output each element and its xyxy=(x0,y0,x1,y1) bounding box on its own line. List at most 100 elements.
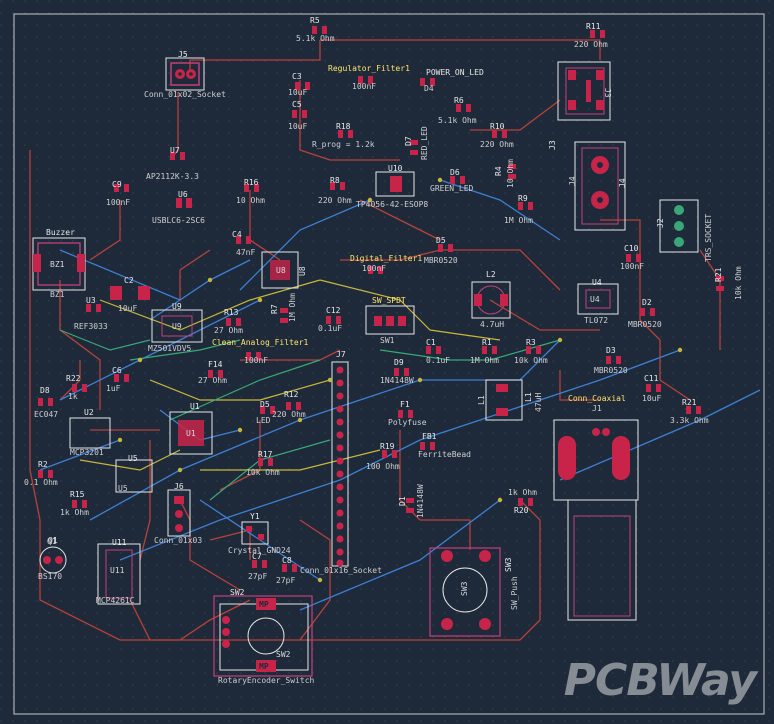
cleanfilt-value-label: 100nF xyxy=(244,356,269,365)
c2-ref-label: C2 xyxy=(124,276,134,285)
fb1-ref-label: FB1 xyxy=(422,432,437,441)
r8-value-label: 220 Ohm xyxy=(318,196,352,205)
y1-value-label: Crystal_GND24 xyxy=(228,546,291,555)
d5-value-label: MBR0520 xyxy=(424,256,458,265)
sw3-body-label: SW3 xyxy=(460,581,469,596)
d1-value-label: 1N4148W xyxy=(416,484,425,518)
r15-value-label: 1k Ohm xyxy=(60,508,89,517)
u10-value-label: TP4056-42-ESOP8 xyxy=(356,200,429,209)
sw2-mp-top-label: MP xyxy=(259,600,269,609)
r10-ref-label: R10 xyxy=(490,122,505,131)
u7-ref-label: U7 xyxy=(170,146,180,155)
l1-ref-label: L1 xyxy=(524,392,533,402)
d9-value-label: 1N4148W xyxy=(380,376,414,385)
c10-value-label: 100nF xyxy=(620,262,645,271)
vias xyxy=(117,177,683,583)
c8-value-label: 27pF xyxy=(276,576,296,585)
d6-ref-label: D6 xyxy=(450,168,460,177)
coax-ref-label: Conn_Coaxial xyxy=(568,394,626,403)
r7-ref-label: R7 xyxy=(270,304,279,314)
j4-ref-label: J4 xyxy=(618,178,627,188)
r18-value-label: R_prog = 1.2k xyxy=(312,140,375,149)
r11-ref-label: R11 xyxy=(586,22,601,31)
c4-ref-label: C4 xyxy=(232,230,242,239)
c1-value-label: 0.1uF xyxy=(426,356,451,365)
q1-value-label: BS170 xyxy=(38,572,63,581)
c1-ref-label: C1 xyxy=(426,338,436,347)
u9-ref-label: U9 xyxy=(172,302,182,311)
f1-ref-label: F1 xyxy=(400,400,410,409)
c12-value-label: 0.1uF xyxy=(318,324,343,333)
j2-ref-label: J2 xyxy=(656,218,665,228)
c3-ref-label: C3 xyxy=(292,72,302,81)
r10-value-label: 220 Ohm xyxy=(480,140,514,149)
r21a-value-label: 10k Ohm xyxy=(734,266,743,300)
u8-ref-label: U8 xyxy=(298,266,307,276)
r1-ref-label: R1 xyxy=(482,338,492,347)
r19-value-label: 100 Ohm xyxy=(366,462,400,471)
r7-value-label: 1M Ohm xyxy=(288,293,297,322)
r19-ref-label: R19 xyxy=(380,442,395,451)
d1led-value-label: LED xyxy=(256,416,271,425)
r5-ref-label: R5 xyxy=(310,16,320,25)
u6-value-label: USBLC6-2SC6 xyxy=(152,216,205,225)
r8-ref-label: R8 xyxy=(330,176,340,185)
l1-body-label: L1 xyxy=(477,395,486,405)
u8-body-label: U8 xyxy=(276,266,286,275)
buzzer-ref-label: Buzzer xyxy=(46,228,75,237)
r16-ref-label: R16 xyxy=(244,178,259,187)
r13-value-label: 27 Ohm xyxy=(214,326,243,335)
r22-ref-label: R22 xyxy=(66,374,81,383)
r17-value-label: 10k Ohm xyxy=(246,468,280,477)
r4-value-label: 10 Ohm xyxy=(506,159,515,188)
u2-value-label: MCP3201 xyxy=(70,448,104,457)
sw2-body-label: SW2 xyxy=(276,650,291,659)
swspdt-ref-label: SW_SPDT xyxy=(372,296,406,305)
c3-value-label: 10uF xyxy=(288,88,308,97)
fb1-value-label: FerriteBead xyxy=(418,450,471,459)
l1-value-label: 47uH xyxy=(534,392,543,412)
f14-value-label: 27 Ohm xyxy=(198,376,227,385)
d2-ref-label: D2 xyxy=(642,298,652,307)
r12-ref-label: R12 xyxy=(284,390,299,399)
c7-ref-label: C7 xyxy=(252,552,262,561)
j5-ref-label: J5 xyxy=(178,50,188,59)
c9-ref-label: C9 xyxy=(112,180,122,189)
coax-value-label: J1 xyxy=(592,404,602,413)
c2-value-label: 10uF xyxy=(118,304,138,313)
sw2-value-label: RotaryEncoder_Switch xyxy=(218,676,315,685)
r16-value-label: 10 Ohm xyxy=(236,196,265,205)
pcbway-watermark: PCBWay xyxy=(563,655,757,706)
c8-ref-label: C8 xyxy=(282,556,292,565)
r2-ref-label: R2 xyxy=(38,460,48,469)
r3-value-label: 10k Ohm xyxy=(514,356,548,365)
j4-body-label: J4 xyxy=(568,176,577,186)
d9-ref-label: D9 xyxy=(394,358,404,367)
c9-value-label: 100nF xyxy=(106,198,131,207)
u10-ref-label: U10 xyxy=(388,164,403,173)
u4-value-label: TL072 xyxy=(584,316,609,325)
r6-value-label: 5.1k Ohm xyxy=(438,116,477,125)
r22-value-label: 1k xyxy=(68,392,78,401)
sw2-ref-label: SW2 xyxy=(230,588,245,597)
swspdt-value-label: SW1 xyxy=(380,336,395,345)
d8-value-label: EC047 xyxy=(34,410,59,419)
r1-value-label: 1M Ohm xyxy=(470,356,499,365)
r18-ref-label: R18 xyxy=(336,122,351,131)
r15-ref-label: R15 xyxy=(70,490,85,499)
buzzer-value-label: BZ1 xyxy=(50,290,65,299)
j3-ref-label: J3 xyxy=(548,140,557,150)
l2-ref-label: L2 xyxy=(486,270,496,279)
sw3-ref-label: SW3 xyxy=(504,557,513,572)
u11-value-label: MCP4261C xyxy=(96,596,135,605)
c6-value-label: 1uF xyxy=(106,384,121,393)
d1led-ref-label: D5 xyxy=(260,400,270,409)
j2-value-label: TRS_SOCKET xyxy=(704,213,713,262)
q1-ref-label: Q1 xyxy=(48,536,58,545)
c12-ref-label: C12 xyxy=(326,306,341,315)
r13-ref-label: R13 xyxy=(224,308,239,317)
cleanfilt-ref-label: Clean_Analog_Filter1 xyxy=(212,338,309,347)
bz1-body-label: BZ1 xyxy=(50,260,65,269)
